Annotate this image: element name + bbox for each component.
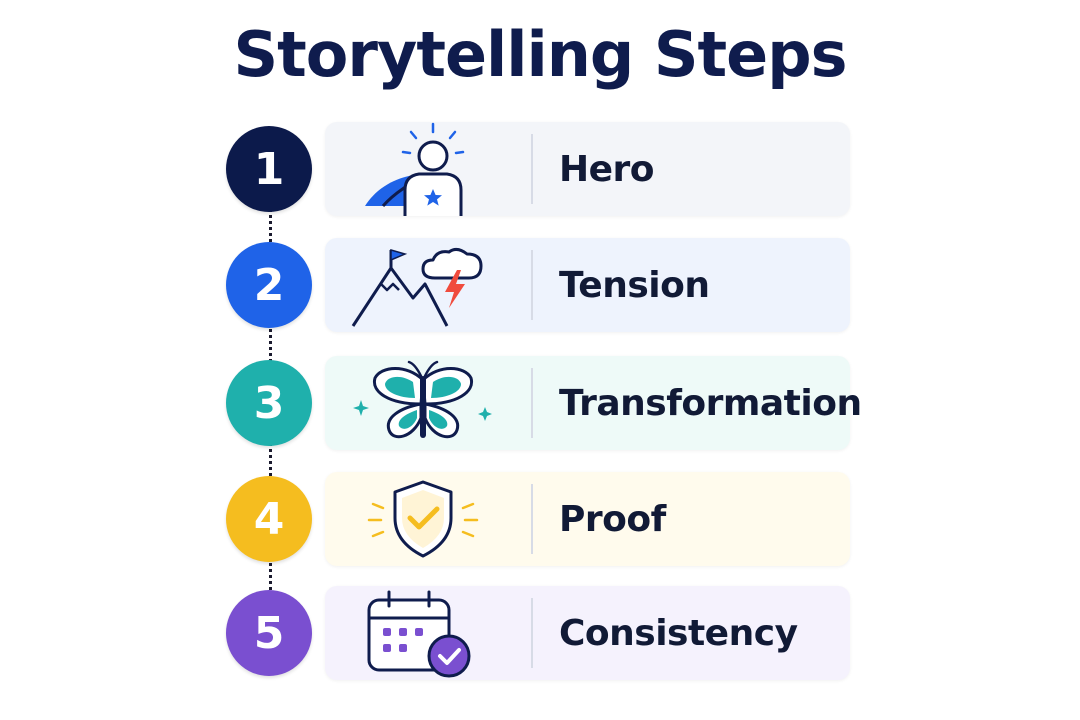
step-card: Hero <box>325 122 850 216</box>
step-5: 5 Consistency <box>0 584 1080 684</box>
step-number-badge: 2 <box>226 242 312 328</box>
step-4: 4 Proof <box>0 470 1080 570</box>
step-label: Proof <box>559 498 666 540</box>
step-number-badge: 5 <box>226 590 312 676</box>
step-number-badge: 4 <box>226 476 312 562</box>
butterfly-icon <box>343 356 503 450</box>
step-label: Tension <box>559 264 710 306</box>
step-card: Proof <box>325 472 850 566</box>
card-divider <box>531 484 533 554</box>
card-divider <box>531 368 533 438</box>
card-divider <box>531 134 533 204</box>
step-card: Consistency <box>325 586 850 680</box>
step-number-badge: 3 <box>226 360 312 446</box>
step-card: Transformation <box>325 356 862 450</box>
card-divider <box>531 250 533 320</box>
page-title: Storytelling Steps <box>233 18 847 91</box>
step-3: 3 Transformation <box>0 354 1080 454</box>
hero-icon <box>343 122 503 216</box>
step-label: Hero <box>559 148 655 190</box>
card-divider <box>531 598 533 668</box>
step-1: 1 Hero <box>0 120 1080 220</box>
shield-check-icon <box>343 472 503 566</box>
step-label: Consistency <box>559 612 798 654</box>
step-card: Tension <box>325 238 850 332</box>
step-2: 2 Tension <box>0 236 1080 336</box>
mountain-storm-icon <box>343 238 503 332</box>
calendar-check-icon <box>343 586 503 680</box>
step-label: Transformation <box>559 382 862 424</box>
step-number-badge: 1 <box>226 126 312 212</box>
